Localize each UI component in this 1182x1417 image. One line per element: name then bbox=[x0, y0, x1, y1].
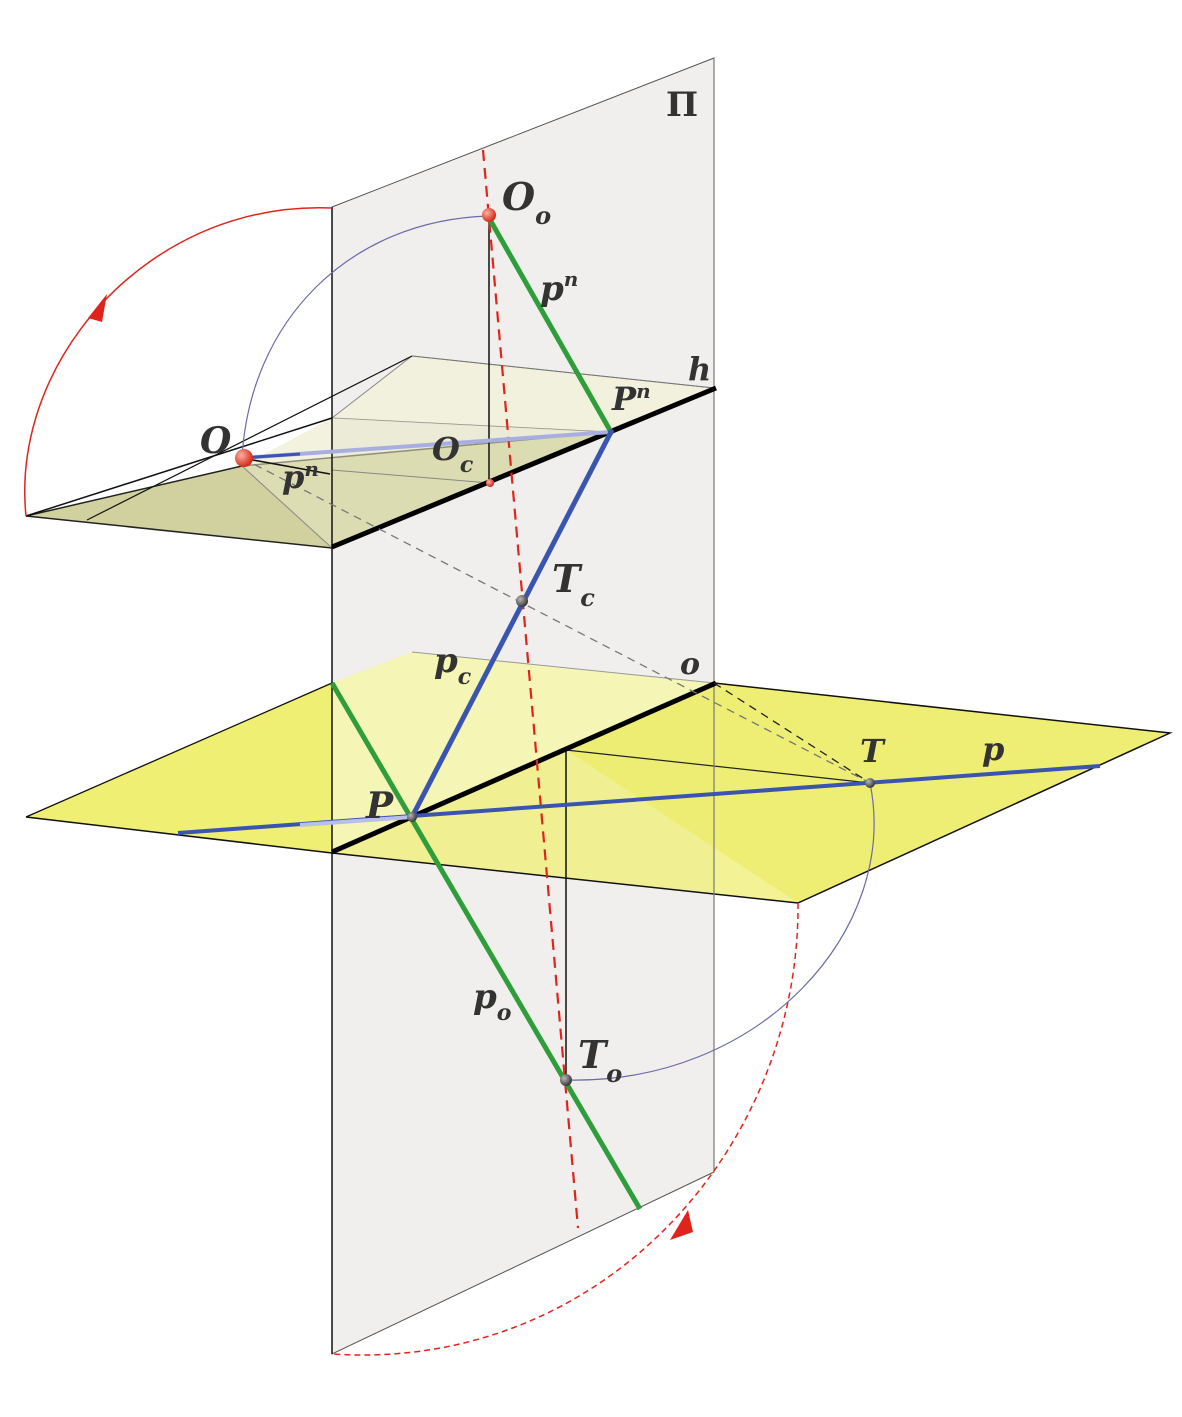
ground-plane-far-edge bbox=[411, 651, 715, 684]
dashed-line-O-T bbox=[241, 457, 871, 784]
red-arc-lower-arrow bbox=[670, 1210, 693, 1240]
red-dashed-line bbox=[481, 149, 580, 1229]
label-To: To bbox=[578, 1032, 622, 1088]
label-pn-top: pn bbox=[540, 267, 578, 309]
blue-line-p-light bbox=[299, 815, 413, 827]
green-line-pn bbox=[486, 216, 614, 434]
label-Oc: Oc bbox=[432, 430, 474, 478]
ground-plane-behind-window bbox=[332, 652, 714, 853]
label-Pn: Pn bbox=[611, 379, 651, 418]
label-h: h bbox=[688, 350, 711, 388]
label-T: T bbox=[860, 732, 886, 770]
dashed-ground-line bbox=[713, 682, 871, 784]
point-T bbox=[865, 778, 875, 788]
label-p: p bbox=[982, 730, 1004, 768]
point-Oo bbox=[482, 208, 496, 222]
horizon-line-h bbox=[331, 385, 717, 550]
red-arc-upper-arrow bbox=[88, 294, 107, 322]
line-O-pn-black bbox=[241, 457, 331, 475]
ground-plane-left-edge bbox=[25, 682, 333, 818]
point-Pn bbox=[608, 429, 614, 435]
blue-line-pc bbox=[409, 430, 614, 819]
horizon-plane-inner-edge-2 bbox=[241, 465, 333, 549]
thin-arc-O-to-Oo bbox=[241, 215, 490, 459]
ground-plane-inner-line bbox=[565, 749, 871, 784]
point-Oc bbox=[486, 479, 494, 487]
label-O: O bbox=[200, 420, 232, 462]
label-po: po bbox=[473, 977, 511, 1026]
green-line-po bbox=[329, 681, 643, 1211]
horizon-plane-edge bbox=[25, 417, 333, 517]
point-To bbox=[560, 1074, 572, 1086]
line-O-Pn bbox=[241, 430, 612, 460]
point-Tc bbox=[516, 595, 528, 607]
point-O bbox=[235, 449, 253, 467]
horizon-plane-far-edge bbox=[411, 355, 715, 389]
ground-line-o bbox=[330, 680, 718, 855]
thin-arc-T-to-To bbox=[565, 782, 875, 1081]
red-arc-lower bbox=[331, 902, 799, 1356]
ground-plane-front bbox=[26, 683, 332, 853]
label-o: o bbox=[680, 647, 700, 682]
ground-plane-right bbox=[566, 683, 1170, 903]
horizon-plane-inner-line bbox=[331, 469, 491, 484]
label-pn-left: pn bbox=[282, 457, 319, 496]
point-P bbox=[407, 812, 417, 822]
label-plane-pi: Π bbox=[666, 85, 698, 125]
label-Oo: Oo bbox=[502, 174, 551, 230]
label-pc: pc bbox=[434, 641, 472, 690]
label-Tc: Tc bbox=[552, 556, 595, 612]
label-P: P bbox=[365, 785, 394, 827]
horizon-plane-inner-edge bbox=[86, 355, 413, 521]
